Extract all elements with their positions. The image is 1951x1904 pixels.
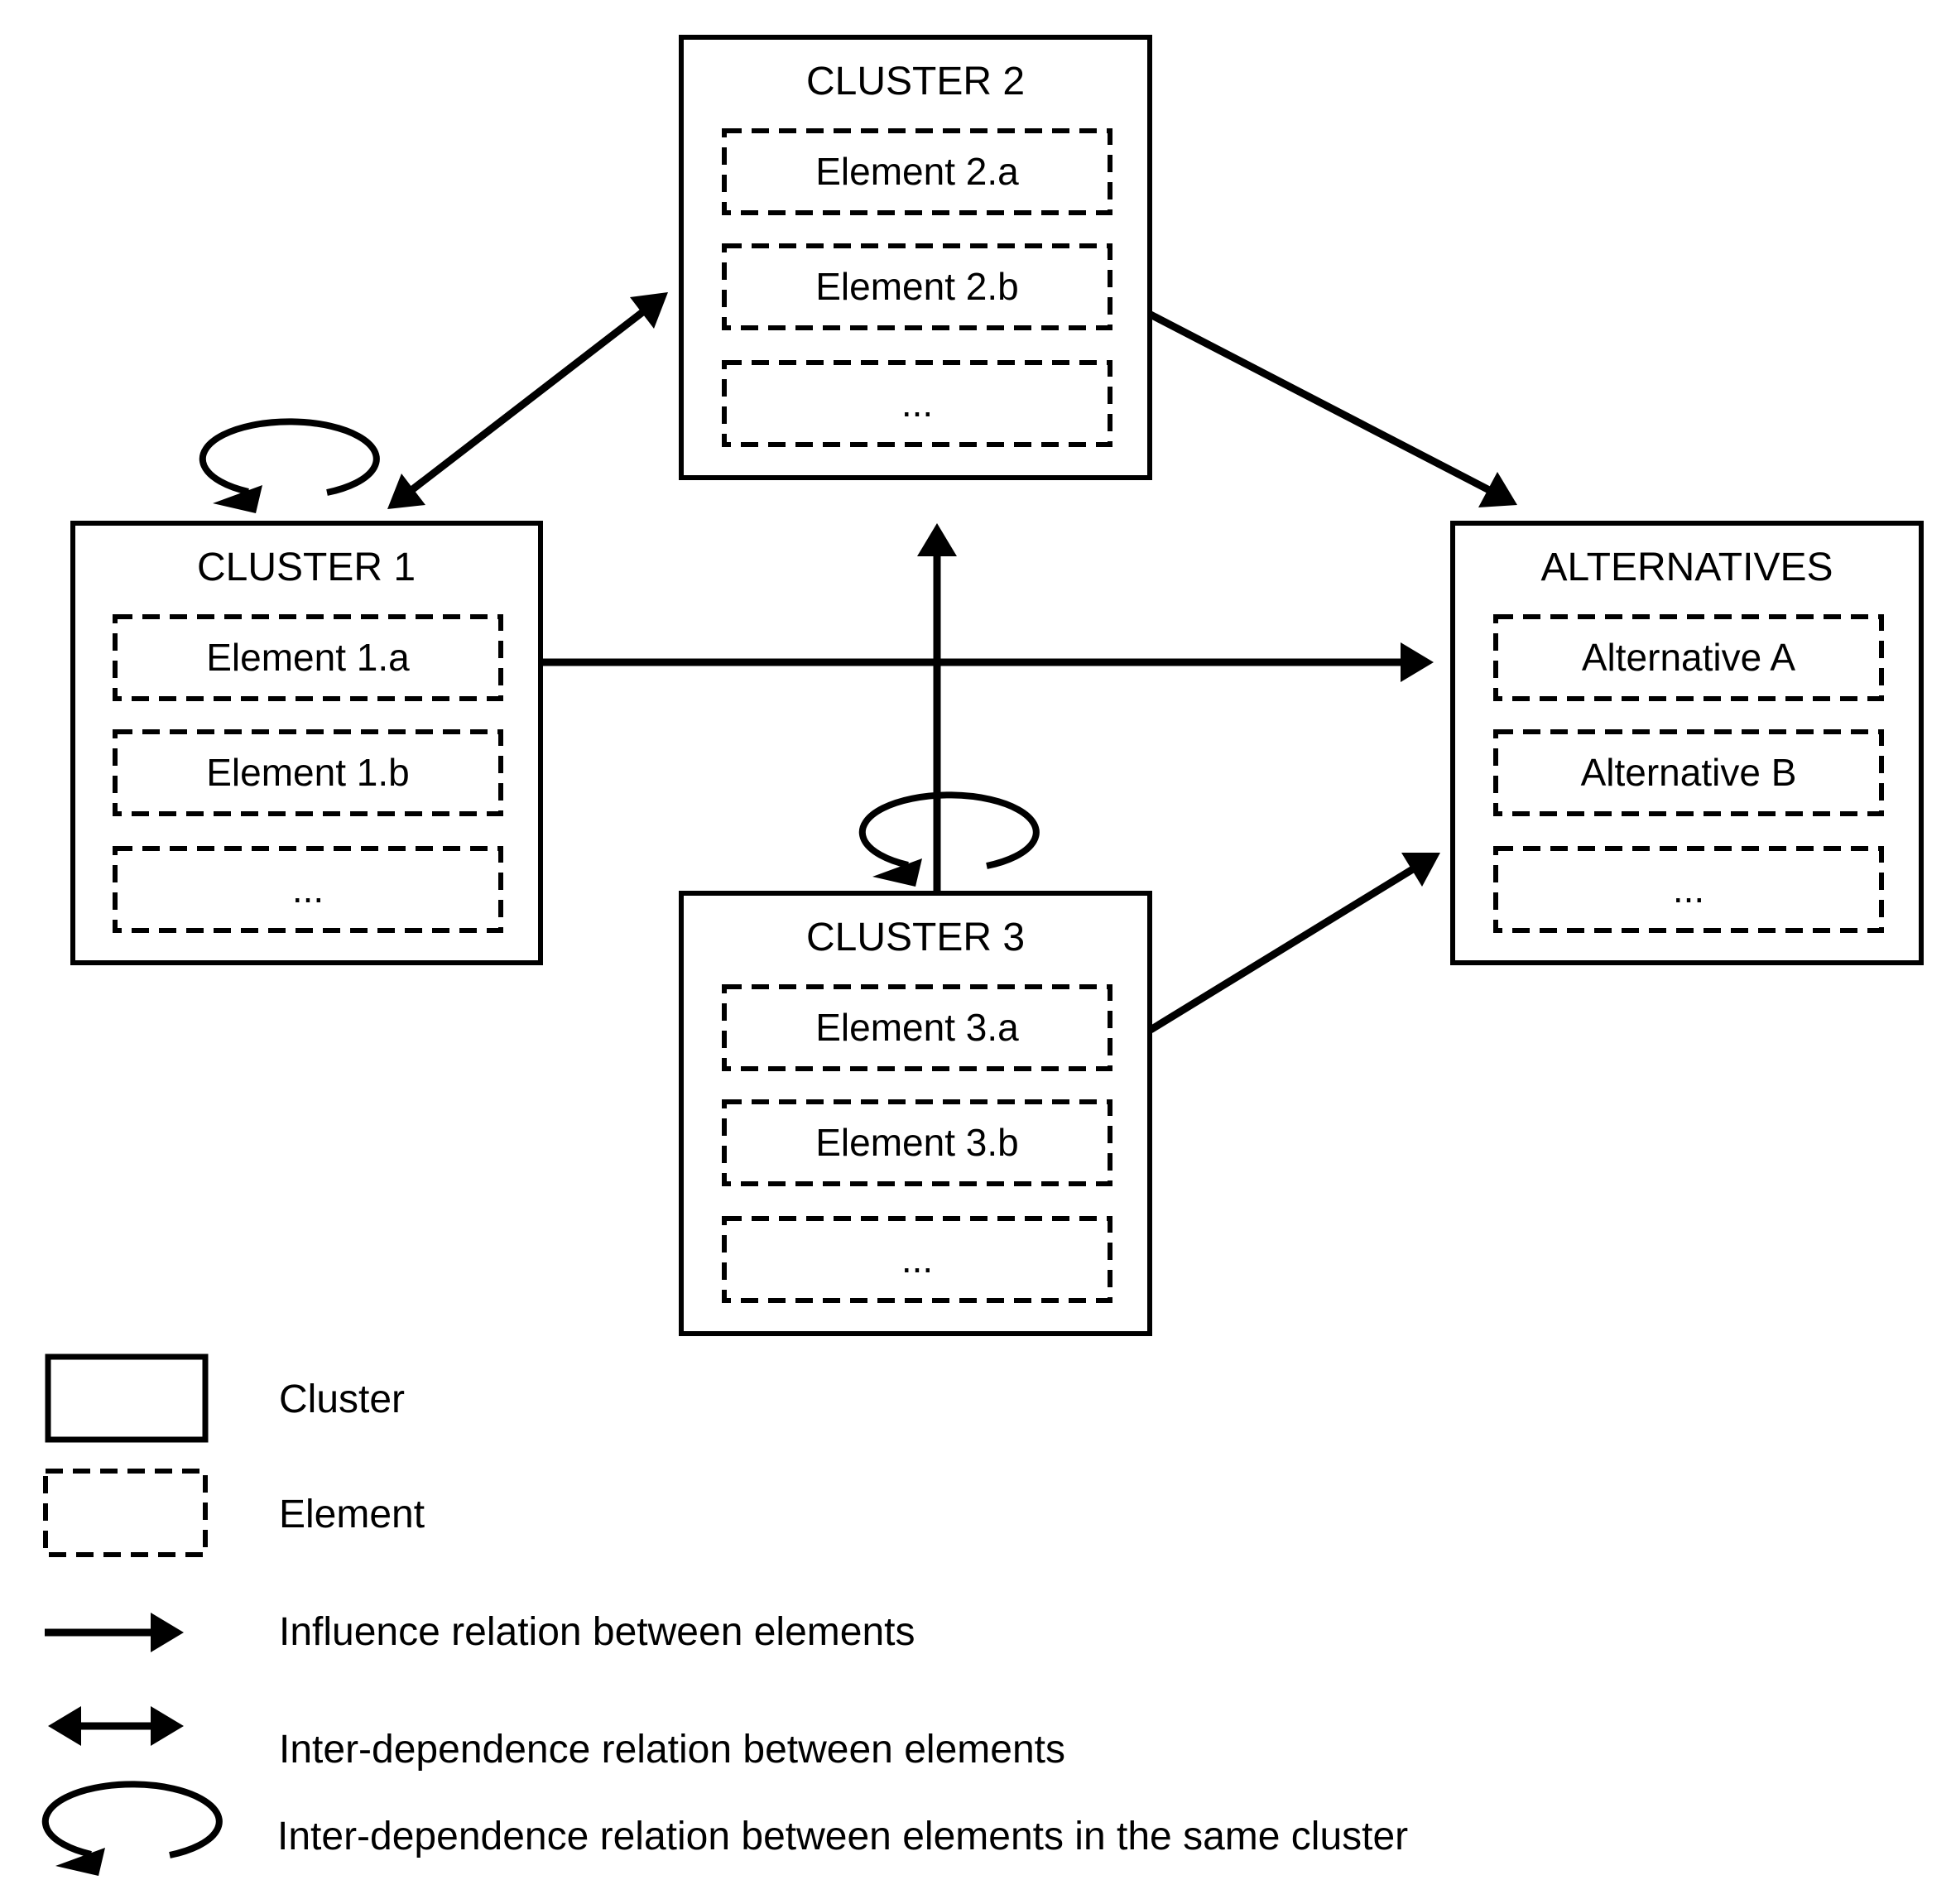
element-label: Element 1.b [206, 751, 409, 794]
element-label: ... [901, 382, 933, 425]
element-label: Element 2.a [815, 150, 1019, 193]
influence-arrow-cluster2-alternatives [1148, 311, 1517, 507]
legend-label: Influence relation between elements [279, 1610, 915, 1654]
element-label: ... [1673, 868, 1704, 911]
arrowhead-down-left-icon [387, 474, 425, 509]
arrowhead-down-right-icon [1478, 472, 1517, 507]
cluster2-border [679, 35, 1152, 480]
influence-shaft [1148, 864, 1418, 1033]
element-box [722, 1216, 1112, 1303]
arrowhead-right-icon [1401, 642, 1434, 682]
loop-arrowhead-icon [872, 858, 922, 887]
legend-item-influence: Influence relation between elements [45, 1610, 915, 1654]
legend-item-cluster: Cluster [45, 1353, 405, 1443]
legend-loop-icon [41, 1781, 223, 1858]
loop-arrowhead-icon [213, 485, 262, 513]
loop-arc [199, 418, 380, 496]
influence-arrow-cluster1-alternatives [541, 642, 1434, 682]
self-loop-cluster3 [858, 791, 1040, 887]
element-box [113, 729, 503, 816]
element-box [722, 360, 1112, 447]
arrowhead-up-right-icon [1401, 853, 1440, 887]
arrowhead-right-icon [151, 1706, 184, 1746]
influence-arrow-cluster3-cluster2 [917, 523, 957, 893]
element-box [722, 243, 1112, 330]
legend-item-interdependence: Inter-dependence relation between elemen… [48, 1706, 1065, 1772]
loop-arc [858, 791, 1040, 869]
alternatives-border [1450, 521, 1924, 965]
cluster-box-alternatives: ALTERNATIVES Alternative A Alternative B… [1450, 521, 1924, 965]
element-box [1493, 614, 1884, 701]
element-box [1493, 846, 1884, 933]
arrowhead-right-icon [151, 1613, 184, 1652]
legend-item-element: Element [43, 1469, 425, 1557]
legend-label: Element [279, 1493, 425, 1536]
element-box [1493, 729, 1884, 816]
cluster1-title: CLUSTER 1 [197, 546, 416, 589]
element-box [722, 1099, 1112, 1186]
arrowhead-up-icon [917, 523, 957, 556]
influence-arrow-cluster3-alternatives [1148, 853, 1440, 1033]
element-label: Alternative B [1581, 751, 1797, 794]
cluster-box-cluster2: CLUSTER 2 Element 2.a Element 2.b ... [679, 35, 1152, 480]
element-label: Element 3.a [815, 1006, 1019, 1049]
arrowhead-left-icon [48, 1706, 81, 1746]
element-box [113, 846, 503, 933]
element-box [113, 614, 503, 701]
legend-label: Inter-dependence relation between elemen… [279, 1728, 1065, 1772]
element-box [722, 128, 1112, 215]
relation-arrows [199, 292, 1517, 1033]
cluster2-title: CLUSTER 2 [806, 60, 1025, 103]
interdependence-shaft [408, 307, 647, 494]
element-label: Element 2.b [815, 265, 1018, 308]
legend-label: Inter-dependence relation between elemen… [277, 1815, 1408, 1858]
self-loop-cluster1 [199, 418, 380, 513]
loop-arrowhead-icon [55, 1848, 105, 1876]
interdependence-arrow-cluster1-cluster2 [387, 292, 668, 509]
element-box [722, 984, 1112, 1071]
legend-dashed-rect-icon [43, 1469, 208, 1557]
cluster1-border [70, 521, 543, 965]
cluster3-title: CLUSTER 3 [806, 916, 1025, 959]
element-label: Element 3.b [815, 1121, 1018, 1164]
legend-label: Cluster [279, 1378, 405, 1421]
element-label: Alternative A [1582, 636, 1796, 679]
cluster-box-cluster1: CLUSTER 1 Element 1.a Element 1.b ... [70, 521, 543, 965]
element-label: Element 1.a [206, 636, 410, 679]
arrowhead-up-right-icon [630, 292, 668, 329]
element-label: ... [292, 868, 324, 911]
legend: Cluster Element Influence relation betwe… [41, 1353, 1408, 1876]
alternatives-title: ALTERNATIVES [1541, 546, 1833, 589]
element-label: ... [901, 1238, 933, 1281]
legend-item-self-loop: Inter-dependence relation between elemen… [41, 1781, 1408, 1876]
influence-shaft [1148, 311, 1493, 494]
legend-solid-rect-icon [45, 1353, 209, 1443]
cluster3-border [679, 891, 1152, 1336]
cluster-box-cluster3: CLUSTER 3 Element 3.a Element 3.b ... [679, 891, 1152, 1336]
